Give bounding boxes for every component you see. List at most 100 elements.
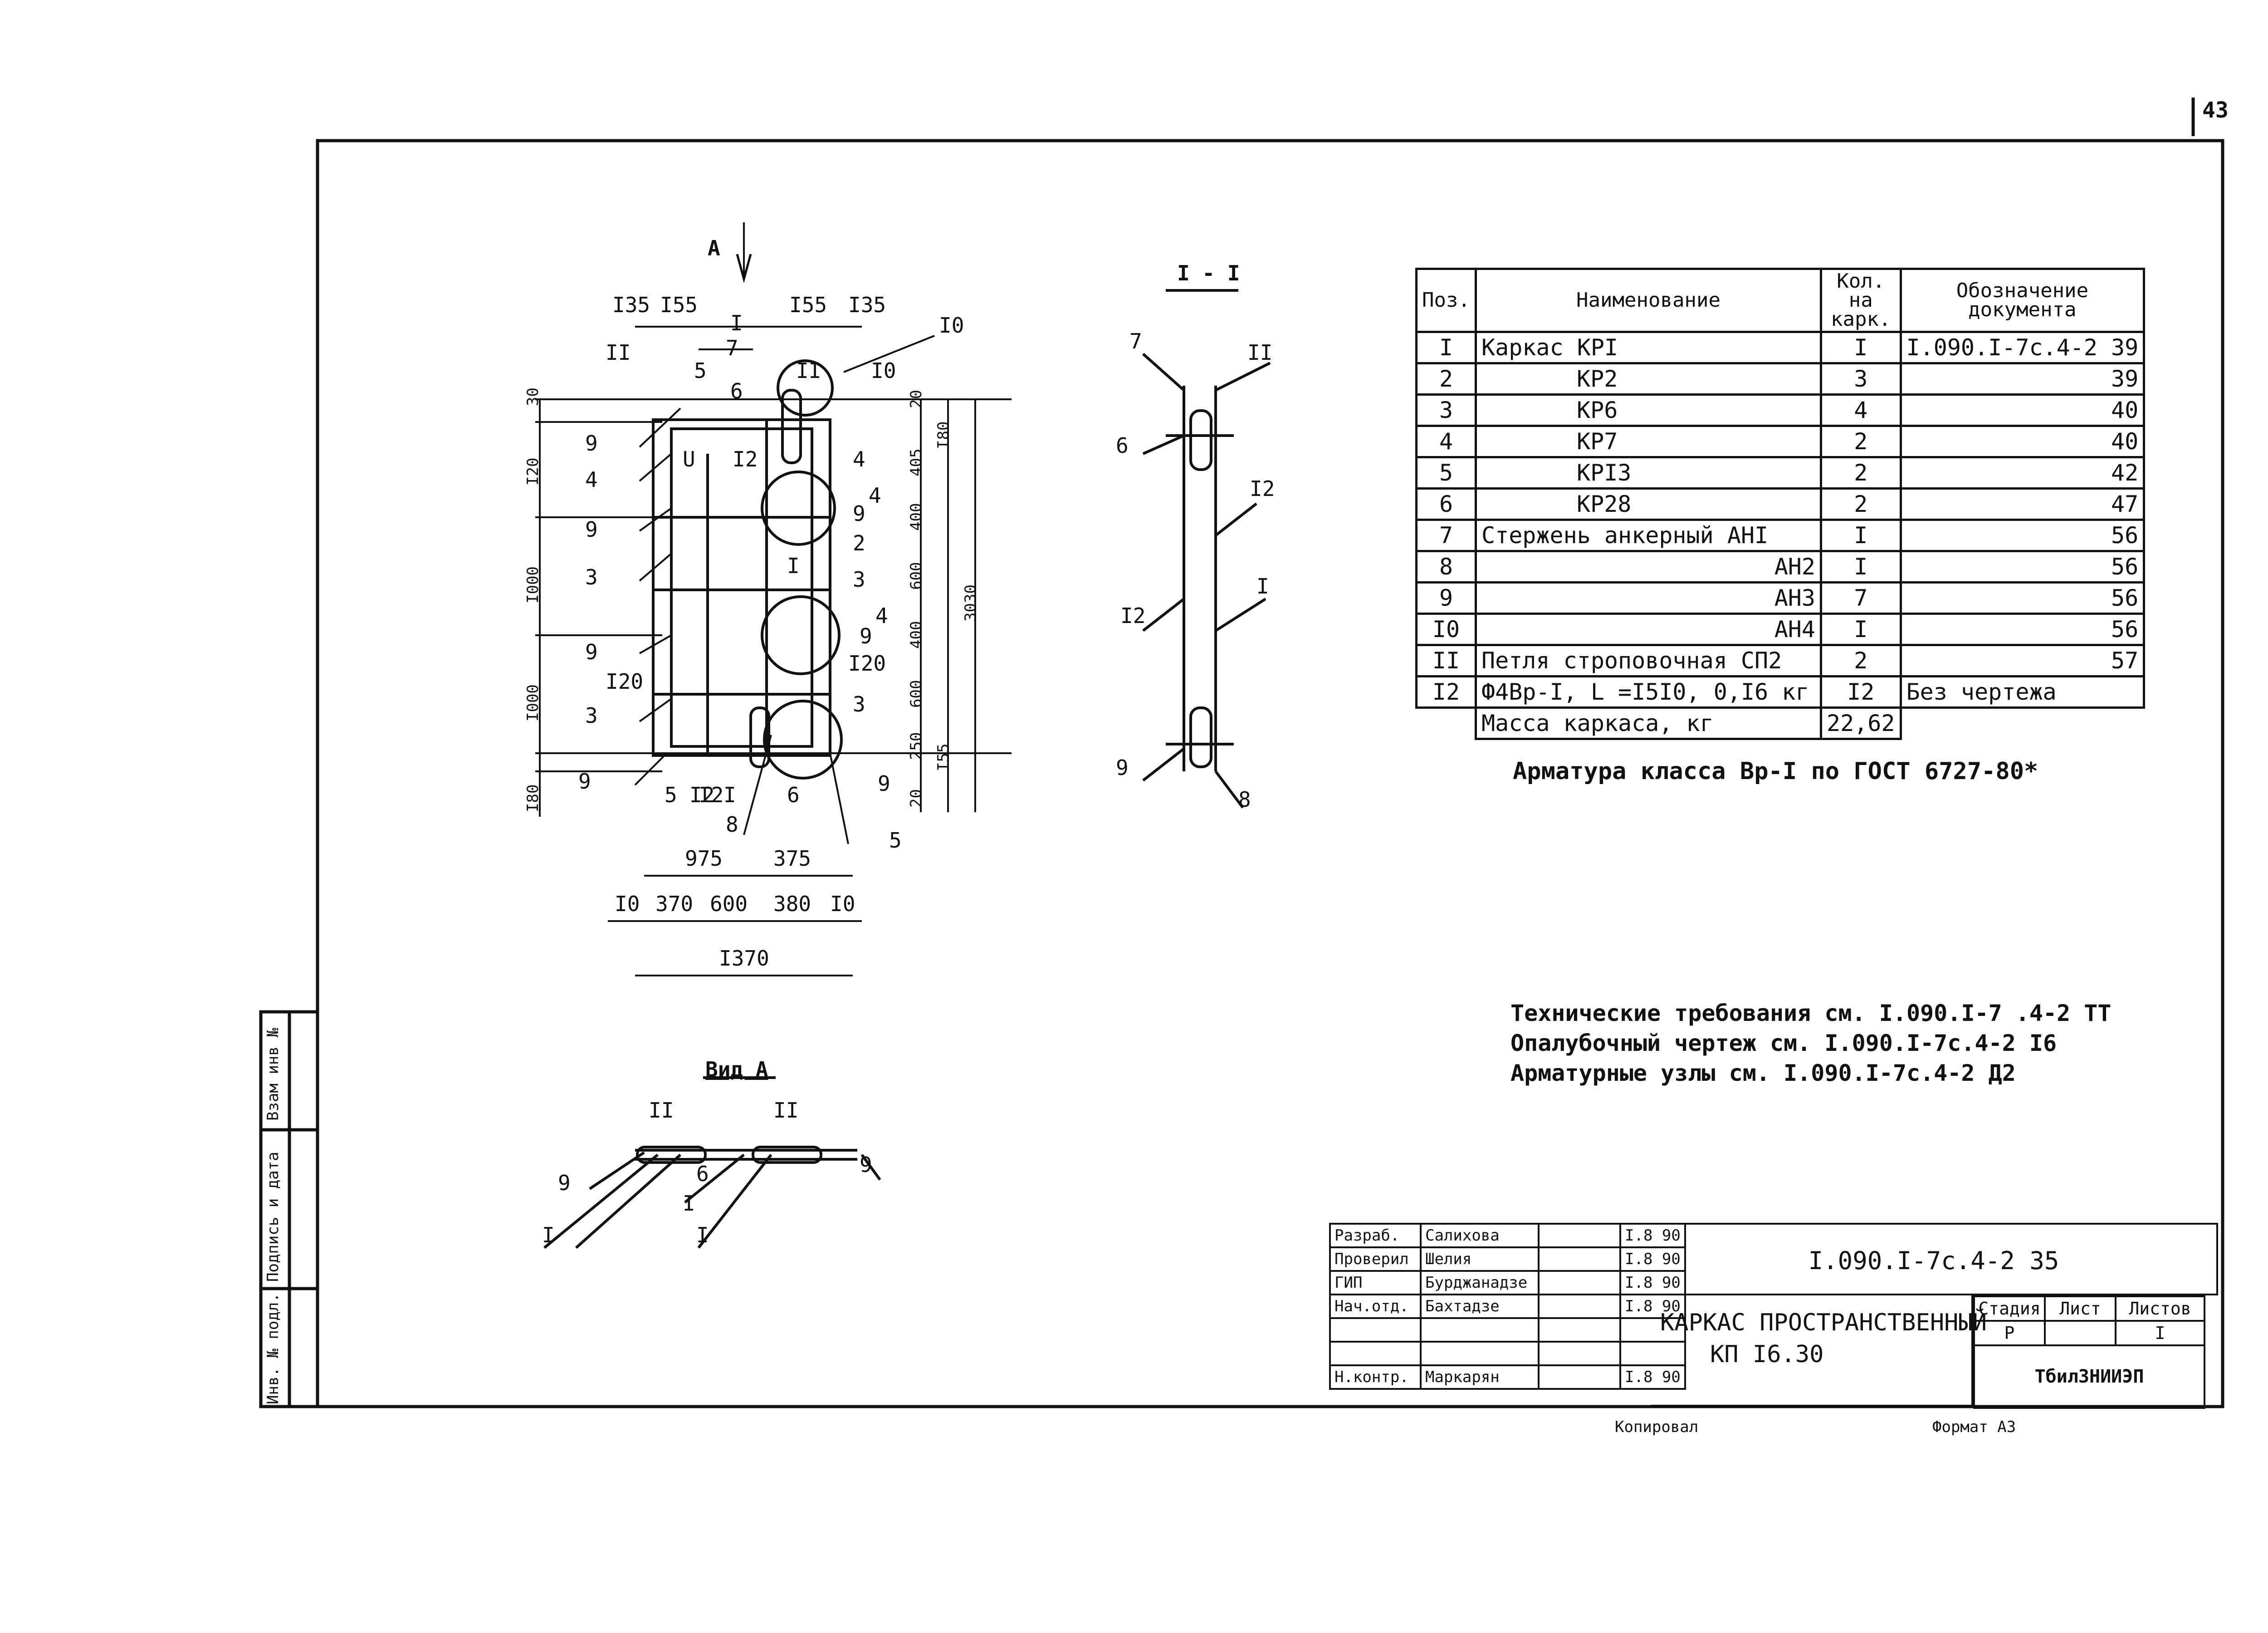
section-callout: 6 [1116,433,1129,458]
section-callout: II [1247,340,1273,365]
spec-cell: I0 [1415,613,1477,646]
title-date: I.8 90 [1619,1270,1686,1295]
callout: 4 [585,467,598,492]
dim-top: I55 [660,293,698,317]
dim-bottom: 375 [773,846,811,871]
signature-cell [1538,1317,1621,1343]
callout: 9 [578,769,591,794]
dim-right: 600 [907,680,925,708]
spec-cell: 56 [1899,613,2146,646]
stage-label: Стадия [1973,1295,2046,1322]
dim-bottom: I0 [830,892,855,916]
signature-cell [1538,1246,1621,1272]
armature-note: Арматура класса Вр-I по ГОСТ 6727-80* [1513,758,2038,785]
left-dimension-lines [535,222,1012,976]
callout: 9 [853,501,865,526]
spec-header: Кол. на карк. [1820,268,1902,333]
callout: I2 [733,447,758,471]
callout: 3 [585,565,598,589]
callout: 3 [853,692,865,716]
callout: 9 [585,431,598,456]
spec-cell: 56 [1899,519,2146,552]
callout: I0 [939,313,964,338]
spec-cell: 57 [1899,644,2146,677]
vid-a-title: Вид А [705,1057,768,1082]
note-line: Технические требования см. I.090.I-7 .4-… [1510,1000,2112,1026]
dim-left: I20 [524,457,542,485]
section-title: I - I [1177,261,1240,285]
spec-cell: Стержень анкерный АНI [1475,519,1822,552]
callout: 5 [889,828,902,853]
callout: 4 [875,603,888,628]
vid-a-callout: I [542,1223,555,1247]
spec-cell: 7 [1415,519,1477,552]
spec-cell: Петля строповочная СП2 [1475,644,1822,677]
section-callout: I2 [1120,603,1146,628]
title-date [1619,1317,1686,1343]
dim-bottom: I370 [719,946,769,971]
side-stamp-label: Подпись и дата [264,1152,282,1282]
callout: I0 [871,358,896,383]
title-name [1420,1317,1540,1343]
vid-a-callout: II [649,1098,674,1123]
title-line-2: КП I6.30 [1710,1341,1824,1368]
spec-cell: КР2 [1475,362,1822,396]
dim-right: 405 [907,448,925,476]
title-date: I.8 90 [1619,1364,1686,1390]
spec-cell: КР7 [1475,425,1822,458]
spec-cell: КР28 [1475,487,1822,521]
spec-cell: 6 [1415,487,1477,521]
callout: I [787,554,800,578]
dim-bottom: 975 [685,846,723,871]
callout: 8 [726,812,738,837]
spec-cell: КР6 [1475,393,1822,427]
dim-bottom: 370 [655,892,694,916]
specification-table: Поз. Наименование Кол. на карк. Обозначе… [1415,268,2146,740]
callout: 9 [585,640,598,664]
dim-top: I55 [789,293,827,317]
dim-left: 30 [524,387,542,406]
dim-right: 400 [907,621,925,649]
vid-a-callout: II [773,1098,799,1123]
spec-cell: I [1415,331,1477,364]
spec-cell: I2 [1820,675,1902,709]
spec-cell: АН4 [1475,613,1822,646]
view-a-marker: А [708,236,720,260]
spec-cell: 2 [1820,487,1902,521]
callout: 5 [694,358,707,383]
section-callout: 9 [1116,755,1129,780]
dim-right: I55 [934,743,953,771]
cage-elevation [652,359,843,780]
title-role: Нач.отд. [1329,1294,1422,1319]
vid-a-callout: 9 [860,1152,872,1177]
dim-right: I80 [934,421,953,449]
dim-right: 20 [907,390,925,408]
spec-cell: Без чертежа [1899,675,2146,709]
title-date: I.8 90 [1619,1246,1686,1272]
callout: II [796,358,821,383]
spec-cell: I [1820,331,1902,364]
sheet-label: Лист [2044,1295,2116,1322]
callout: 9 [878,771,890,796]
spec-cell: 7 [1820,581,1902,615]
view-a-arrow [736,254,752,284]
title-role-row [1329,1317,1686,1343]
title-date [1619,1341,1686,1366]
section-callout: I2 [1250,476,1275,501]
callout: 9 [585,517,598,542]
callout: 2 [853,531,865,555]
callout: 3 [853,567,865,592]
dim-left: I000 [524,566,542,603]
document-code: I.090.I-7с.4-2 35 [1808,1246,2059,1275]
